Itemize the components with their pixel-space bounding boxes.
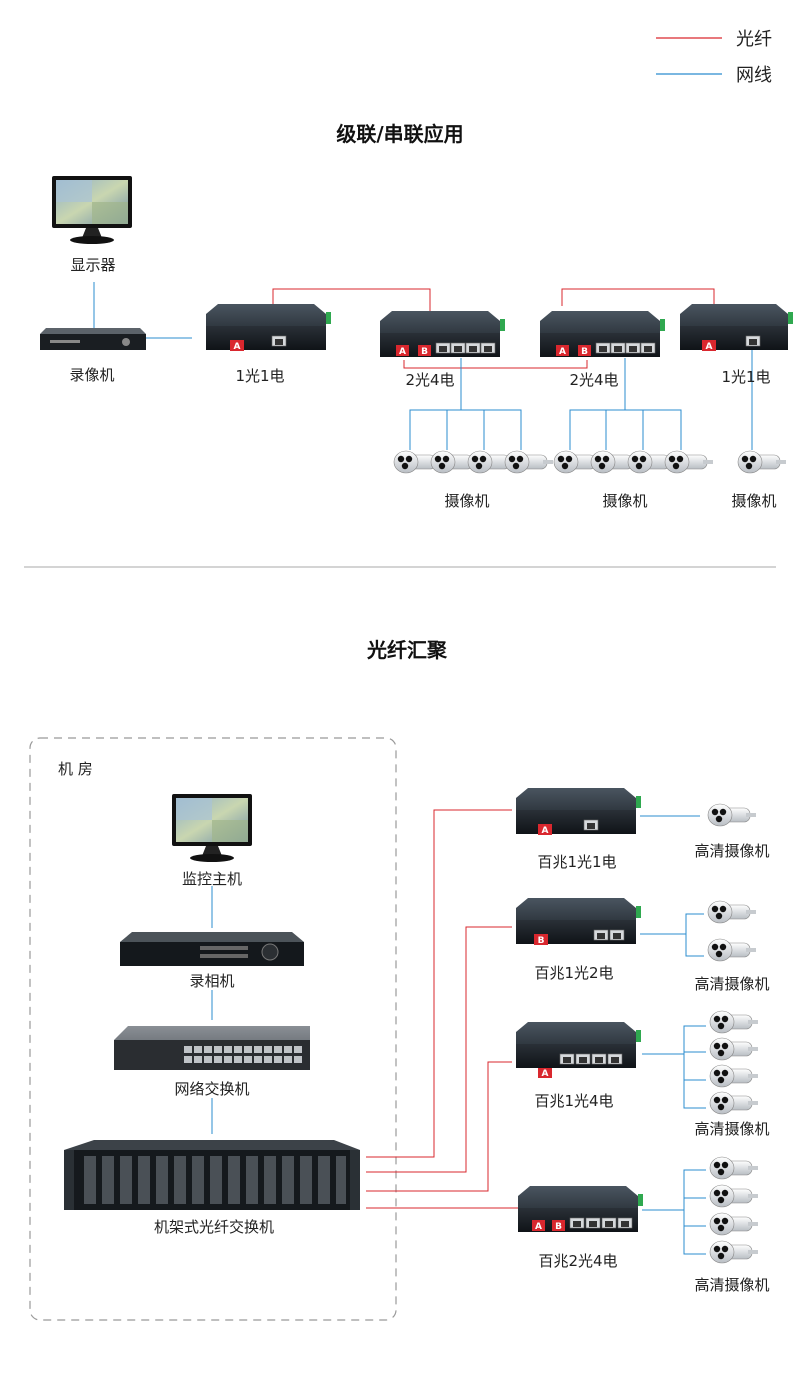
- device-a-camera-label: 高清摄像机: [694, 842, 769, 860]
- converter-2g4e-b: A B: [540, 311, 665, 357]
- converter-100m-1g4e: A: [516, 1022, 641, 1079]
- camera-icon: [709, 1184, 759, 1208]
- port-a-label: A: [234, 342, 241, 352]
- camera-icon: [707, 900, 757, 924]
- converter-1g1e: A: [206, 304, 331, 352]
- legend-cable-label: 网线: [736, 65, 772, 86]
- device3-label: 2光4电: [569, 371, 618, 389]
- device-b-camera-label: 高清摄像机: [694, 975, 769, 993]
- network-switch: [114, 1026, 310, 1070]
- camera-icon: [504, 450, 554, 474]
- port-a-label: A: [542, 1069, 549, 1079]
- port-a-label: A: [399, 347, 406, 357]
- fiber-port-a: [396, 345, 409, 356]
- fiber-port-a: [556, 345, 569, 356]
- camera-icon: [709, 1010, 759, 1034]
- camera-group2-label: 摄像机: [602, 492, 647, 510]
- converter-1g1e-b: A: [680, 304, 793, 352]
- device1-device2-fiber: [272, 288, 431, 313]
- camera-icon: [707, 803, 757, 827]
- device2-device3-fiber: [403, 360, 588, 369]
- port-a-label: A: [542, 826, 549, 836]
- recorder-device: [40, 328, 146, 350]
- port-b-label: B: [421, 347, 428, 357]
- converter-100m-1g1e: A: [516, 788, 641, 836]
- fiber-port-b: [578, 345, 591, 356]
- port-a-label: A: [535, 1222, 542, 1232]
- camera-icon: [709, 1212, 759, 1236]
- camera-icon: [737, 450, 787, 474]
- rack-fiber-chassis: [64, 1140, 360, 1210]
- fiber-port-a: [230, 340, 244, 351]
- port-a-label: A: [706, 342, 713, 352]
- converter-100m-1g2e: B: [516, 898, 641, 946]
- camera-icon: [707, 938, 757, 962]
- legend: 光纤 网线: [656, 29, 772, 86]
- display-label: 显示器: [70, 256, 115, 274]
- machine-room-box: [29, 737, 397, 1321]
- camera-group-1: [393, 450, 554, 474]
- camera-group3-label: 摄像机: [731, 492, 776, 510]
- port-a-label: A: [559, 347, 566, 357]
- aggregation-title: 光纤汇聚: [366, 638, 448, 662]
- fiber-port-a: [702, 340, 716, 351]
- port-b-label: B: [555, 1222, 562, 1232]
- network-switch-label: 网络交换机: [174, 1080, 249, 1098]
- camera-icon: [709, 1091, 759, 1115]
- camera-icon: [709, 1064, 759, 1088]
- device-c-label: 百兆1光4电: [534, 1092, 613, 1110]
- device2-label: 2光4电: [405, 371, 454, 389]
- rack-label: 机架式光纤交换机: [154, 1218, 274, 1236]
- device4-label: 1光1电: [721, 368, 770, 386]
- port-b-label: B: [581, 347, 588, 357]
- device-b-label: 百兆1光2电: [534, 964, 613, 982]
- device3-device4-fiber: [561, 288, 715, 306]
- cascade-links: [93, 282, 753, 450]
- camera-icon: [709, 1037, 759, 1061]
- camera-group-2: [553, 450, 714, 474]
- monitor-host-label: 监控主机: [182, 870, 242, 888]
- monitor-host: [172, 794, 252, 862]
- camera-group1-label: 摄像机: [444, 492, 489, 510]
- aggregation-fiber-links: [366, 809, 518, 1209]
- machine-room-label: 机 房: [58, 760, 93, 778]
- recorder-nvr: [120, 932, 304, 966]
- display-monitor: [52, 176, 132, 244]
- camera-icon: [664, 450, 714, 474]
- device1-label: 1光1电: [235, 367, 284, 385]
- camera-icon: [709, 1240, 759, 1264]
- device-c-camera-label: 高清摄像机: [694, 1120, 769, 1138]
- device-d-camera-label: 高清摄像机: [694, 1276, 769, 1294]
- camera-icon: [709, 1156, 759, 1180]
- cascade-title: 级联/串联应用: [336, 122, 463, 146]
- recorder-nvr-label: 录相机: [189, 972, 234, 990]
- device-d-label: 百兆2光4电: [538, 1252, 617, 1270]
- legend-fiber-label: 光纤: [736, 29, 772, 50]
- converter-100m-2g4e: A B: [518, 1186, 643, 1232]
- device-a-label: 百兆1光1电: [537, 853, 616, 871]
- fiber-port-b: [418, 345, 431, 356]
- port-b-label: B: [538, 936, 545, 946]
- recorder-label: 录像机: [69, 366, 114, 384]
- converter-2g4e-a: A B: [380, 311, 505, 357]
